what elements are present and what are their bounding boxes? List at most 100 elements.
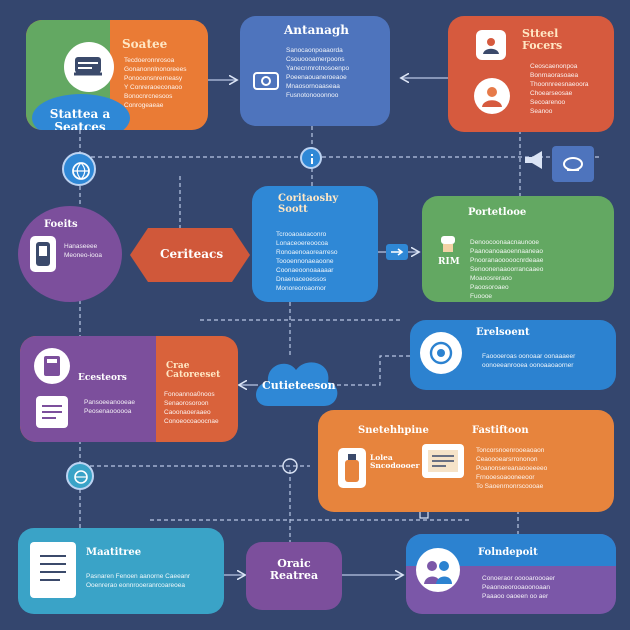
node-center-orange-title-right: Fastiftoon (472, 425, 529, 436)
camera-icon (253, 72, 279, 90)
node-left-circle-text: Hanaseeee Meoneo-iooa (64, 242, 102, 260)
junction-node (282, 458, 298, 474)
node-left-hexagon-title: Ceriteacs (160, 247, 224, 261)
node-right-blue-text: Faoooeroas oonoaar oonaaaeer oonoeeanroo… (482, 352, 575, 370)
node-top-center-title: Antanagh (284, 23, 349, 37)
connector-rightblue-cloud (335, 355, 410, 386)
text-line: Poeenaouaneroeaoe (286, 74, 347, 81)
node-right-green[interactable]: Portetlooe RIM Denoocoonaacnaunooe Paano… (422, 196, 614, 302)
node-top-right-mini[interactable] (552, 146, 594, 182)
text-line: Sanocaonpoaaorda (286, 47, 343, 54)
node-left-mid[interactable]: Ecesteors Pansoeeanooeae Peosenaoooooa C… (20, 336, 238, 442)
node-top-center-text: Sanocaonpoaaorda Csouoooamerpoons Yanecn… (286, 46, 349, 100)
text-line: Paanoanoaaoennaaneao (470, 248, 544, 255)
globe-icon (74, 470, 88, 484)
globe-connector-badge[interactable] (62, 152, 96, 186)
node-center-orange-inner: Lolea Sncodoooer (370, 453, 420, 470)
text-line: Conrogeaeae (124, 102, 164, 109)
node-cloud[interactable] (248, 348, 342, 422)
node-left-mid-title: Ecesteors (78, 373, 127, 383)
document-icon (428, 450, 458, 472)
chef-icon (441, 236, 455, 252)
text-line: Poanonsereanaooeeeeo (476, 465, 548, 472)
node-center-top-title: Coritaoshy Soott (278, 193, 339, 215)
node-left-hexagon[interactable] (128, 226, 252, 284)
node-top-left[interactable]: Stattea a Seatces Soatee Tecdoeronnrosoa… (26, 20, 208, 130)
text-line: Pansoeeanooeae (84, 399, 135, 406)
text-line: Peosenaoooooa (84, 408, 132, 415)
node-top-right-title: Stteel Focers (522, 27, 563, 52)
text-line: Gonanonnlnonoreees (124, 66, 187, 73)
node-bottom-left-doc-bg (30, 542, 76, 598)
node-bottom-center-title: Oraic Reatrea (269, 557, 319, 582)
node-top-right-text: Ceoscaenonpoa Bonrnaorasoaea Thoonnreesn… (530, 62, 589, 116)
text-line: Faoooeroas oonoaar oonaaaeer (482, 353, 576, 360)
node-top-left-text: Tecdoeronnrosoa Gonanonnlnonoreees Ponoo… (124, 56, 187, 110)
team-icon (424, 561, 452, 584)
text-line: Bonocnrcnesoos (124, 93, 173, 100)
node-left-circle[interactable]: Foeits Hanaseeee Meoneo-iooa (18, 206, 122, 302)
node-center-orange-text: Toncorsnoenrooeaoaon Ceaoooearsrrononon … (476, 446, 547, 491)
text-line: Conoeraor ooooaroooaer (482, 575, 555, 582)
text-line: Pnooranaooooocnrdeaae (470, 257, 544, 264)
node-bottom-left-text: Pasnaren Fenoen aanorne Caeeanr Ooenrera… (86, 572, 190, 590)
text-line: Frnooesoaooneeoor (476, 474, 535, 481)
node-top-right[interactable]: Stteel Focers Ceoscaenonpoa Bonrnaorasoa… (448, 16, 614, 132)
text-line: Fusnotonooonnoo (286, 92, 339, 99)
text-line: Bonrnaorasoaea (530, 72, 579, 79)
text-line: Toncorsnoenrooeaoaon (476, 447, 545, 454)
bottle-icon (345, 454, 359, 482)
text-line: Ponooonsnrerneasy (124, 75, 183, 82)
text-line: Caoonaoeraaeo (164, 409, 211, 416)
text-line: Tecdoeronnrosoa (124, 57, 175, 64)
globe-badge-lower[interactable] (66, 462, 94, 490)
calculator-icon (44, 356, 60, 376)
text-line: Paoosoroaeo (470, 284, 509, 291)
text-line: oonoeeanrooea oonoaaoaorner (482, 362, 574, 369)
user-card-icon (483, 38, 499, 54)
document-list-icon (40, 555, 66, 581)
text-line: Ceaoooearsrrononon (476, 456, 538, 463)
stack-icon (74, 57, 102, 76)
node-bottom-right-title: Folndepoit (478, 547, 538, 558)
node-right-blue-title: Erelsoent (476, 327, 530, 338)
text-line: Fuoooe (470, 293, 493, 300)
node-bottom-left[interactable]: Maatitree Pasnaren Fenoen aanorne Caeean… (18, 528, 224, 614)
megaphone-icon (525, 151, 542, 169)
text-line: Y Conreraoeconaoo (124, 84, 183, 91)
text-line: Tcrooaoaoaconro (276, 231, 327, 238)
text-line: Toooennonaeaoone (276, 258, 334, 265)
node-center-orange[interactable]: Snetehhpine Fastiftoon Lolea Sncodoooer … (318, 410, 614, 512)
node-right-blue[interactable]: Erelsoent Faoooeroas oonoaar oonaaaeer o… (410, 320, 616, 390)
node-right-green-icon-label: RIM (438, 257, 460, 267)
text-line: Coonaeoonoaaaaar (276, 267, 334, 274)
text-line: Monoreoroaomor (276, 285, 326, 292)
node-bottom-center[interactable]: Oraic Reatrea (246, 542, 342, 610)
info-icon (311, 154, 313, 164)
node-bottom-left-title: Maatitree (86, 547, 142, 558)
text-line: Lonaceoereoocoa (276, 240, 329, 247)
text-line: Seanoo (530, 108, 553, 115)
text-line: Hanaseeee (64, 243, 98, 250)
node-top-center[interactable]: Antanagh Sanocaonpoaaorda Csouoooamerpoo… (240, 16, 390, 126)
cloud-mini-icon (563, 157, 583, 171)
node-center-top-text: Tcrooaoaoaconro Lonaceoereoocoa Ronoaeno… (276, 230, 337, 293)
node-top-left-title-left: Stattea a Seatces (49, 107, 111, 130)
node-bottom-right[interactable]: Folndepoit Conoeraor ooooaroooaer Peaono… (406, 534, 616, 614)
text-line: Fonoannoa0noos (164, 391, 215, 398)
text-line: Ronoaenoaorearreso (276, 249, 338, 256)
text-line: Mnaosornoaaseaa (286, 83, 340, 90)
clipboard-icon (36, 396, 68, 428)
text-line: Ooenrerao eonnrooeranrcoareoea (86, 582, 186, 589)
text-line: Paaaoo oaoeen oo aer (482, 593, 549, 600)
phone-icon (36, 242, 50, 266)
node-cloud-title: Cutieteeson (262, 379, 336, 392)
node-center-top[interactable]: Coritaoshy Soott Tcrooaoaoaconro Lonaceo… (252, 186, 378, 302)
text-line: Denoocoonaacnaunooe (470, 239, 540, 246)
text-line: Senoonenaaoorrancaaeo (470, 266, 544, 273)
globe-icon (72, 162, 90, 180)
node-center-orange-title-left: Snetehhpine (358, 425, 429, 436)
node-top-left-title: Soatee (122, 37, 168, 51)
